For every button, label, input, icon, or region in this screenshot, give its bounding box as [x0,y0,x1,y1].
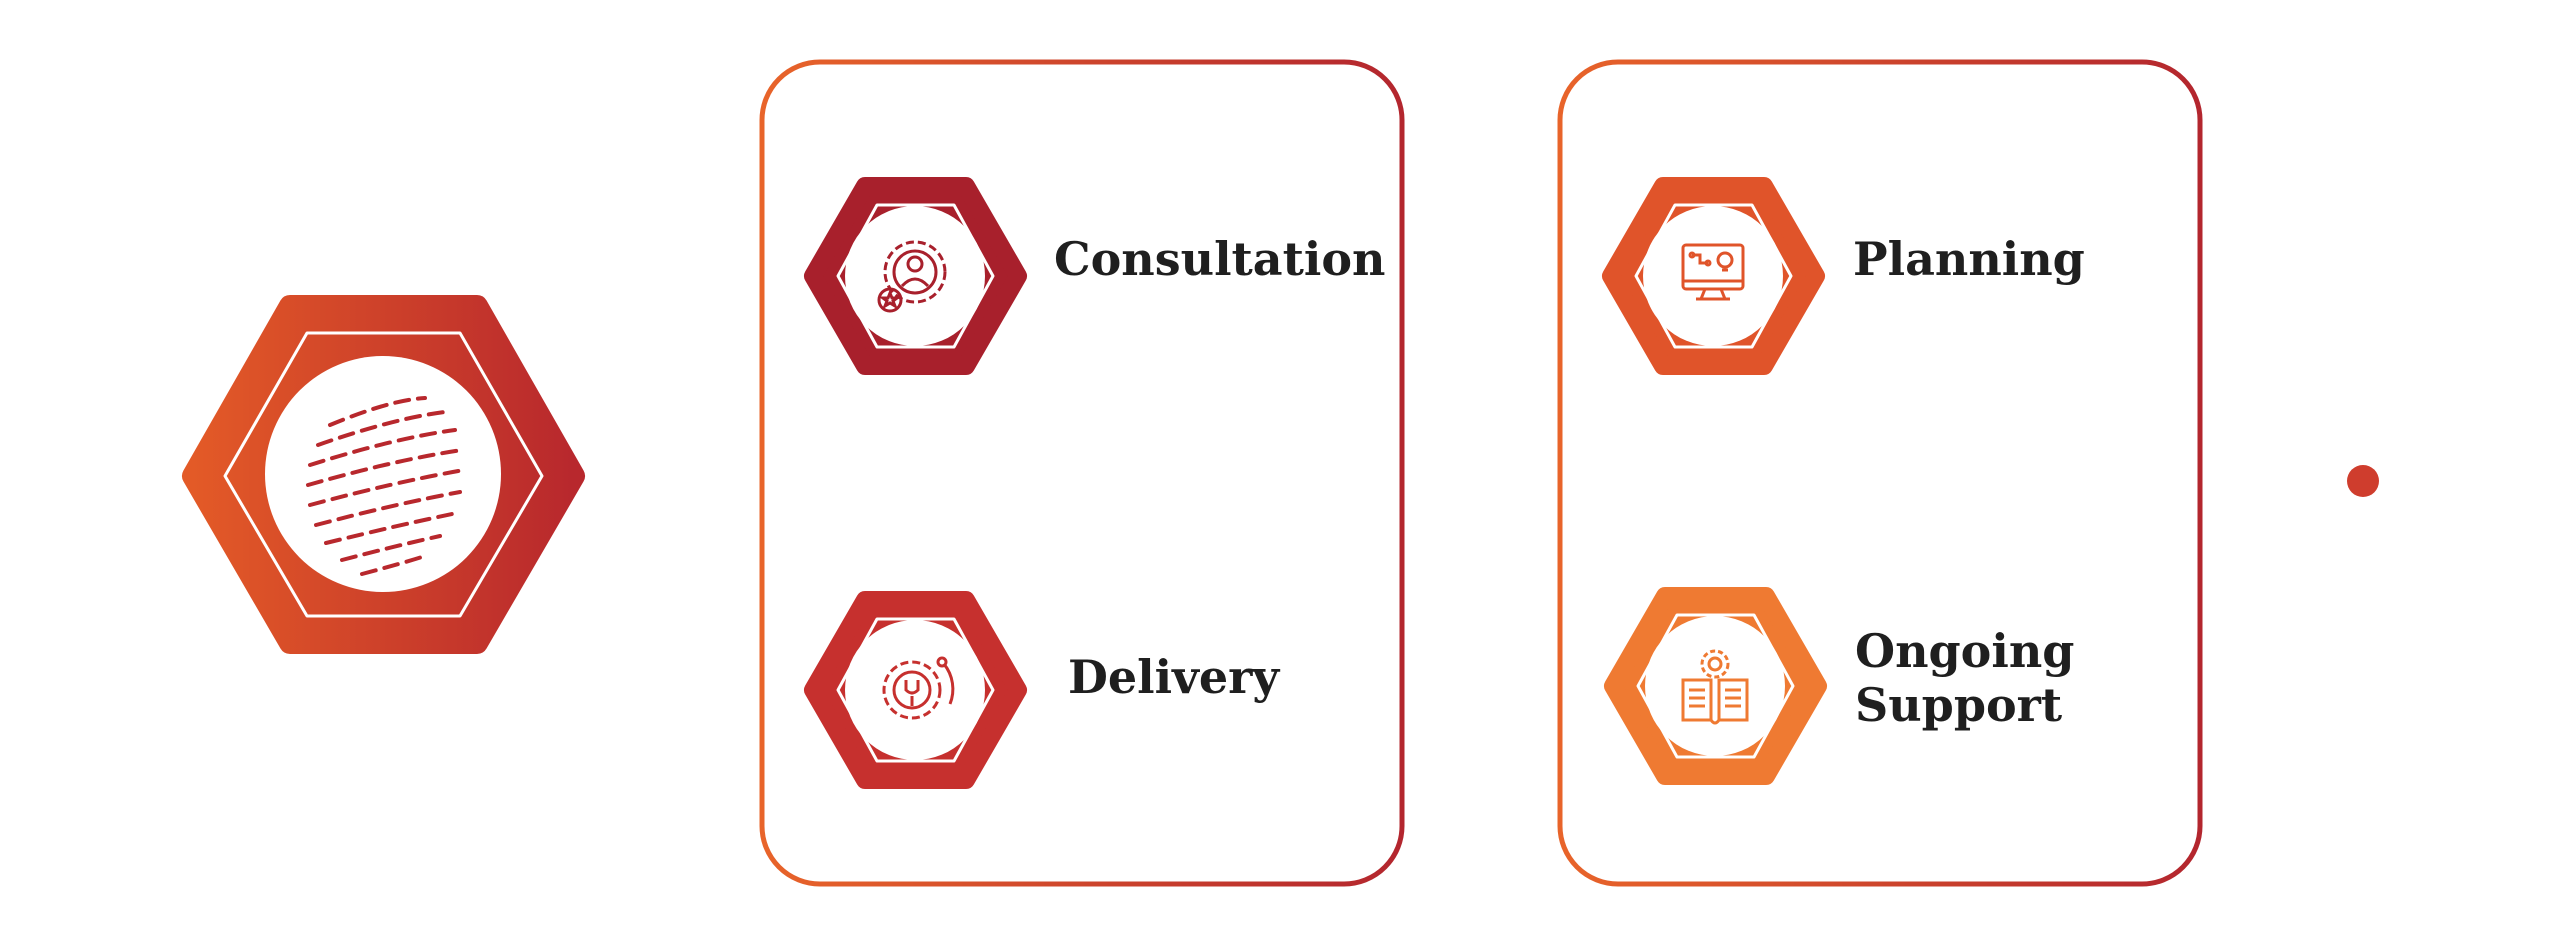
group-box-left [759,59,1405,887]
support-label: Ongoing Support [1855,624,2074,733]
support-label-line2: Support [1855,678,2063,733]
hub-hexagon [182,295,585,654]
group-box-right [1557,59,2203,887]
computer-idea-icon [1681,243,1745,301]
timeline-end-dot [2347,465,2379,497]
globe-icon [306,396,466,576]
gear-wrench-icon [882,656,955,720]
planning-label: Planning [1853,232,2085,286]
support-label-line1: Ongoing [1855,624,2075,678]
delivery-hexagon [804,591,1027,789]
consultation-label: Consultation [1054,232,1386,286]
delivery-label: Delivery [1068,650,1280,704]
gear-person-icon [877,240,947,313]
support-hexagon [1604,587,1827,785]
book-gear-icon [1681,649,1749,725]
planning-hexagon [1602,177,1825,375]
consultation-hexagon [804,177,1027,375]
